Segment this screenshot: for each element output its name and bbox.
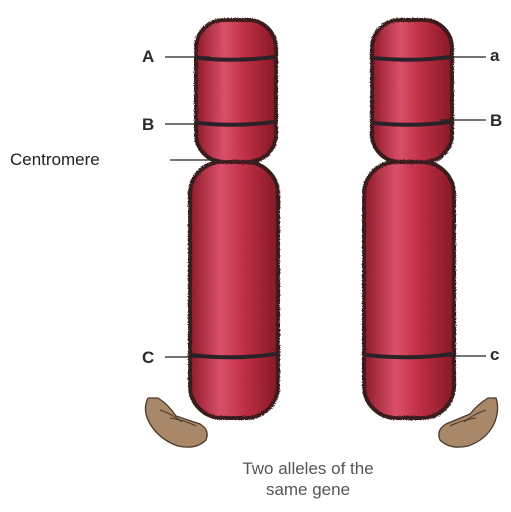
caption: Two alleles of the same gene	[188, 458, 428, 500]
label-allele-C-left: C	[142, 349, 154, 366]
right-chromosome	[364, 20, 454, 418]
caption-line-2: same gene	[188, 479, 428, 500]
label-centromere: Centromere	[10, 151, 100, 168]
left-long-arm	[190, 162, 278, 418]
label-allele-c: c	[490, 346, 499, 363]
label-allele-a: a	[490, 47, 499, 64]
caption-line-1: Two alleles of the	[188, 458, 428, 479]
left-short-arm	[196, 20, 276, 162]
left-chromosome	[190, 20, 278, 418]
right-long-arm	[364, 162, 454, 418]
label-allele-A: A	[142, 48, 154, 65]
label-allele-B-left: B	[142, 116, 154, 133]
label-allele-B-right: B	[490, 112, 502, 129]
right-short-arm	[372, 20, 452, 162]
